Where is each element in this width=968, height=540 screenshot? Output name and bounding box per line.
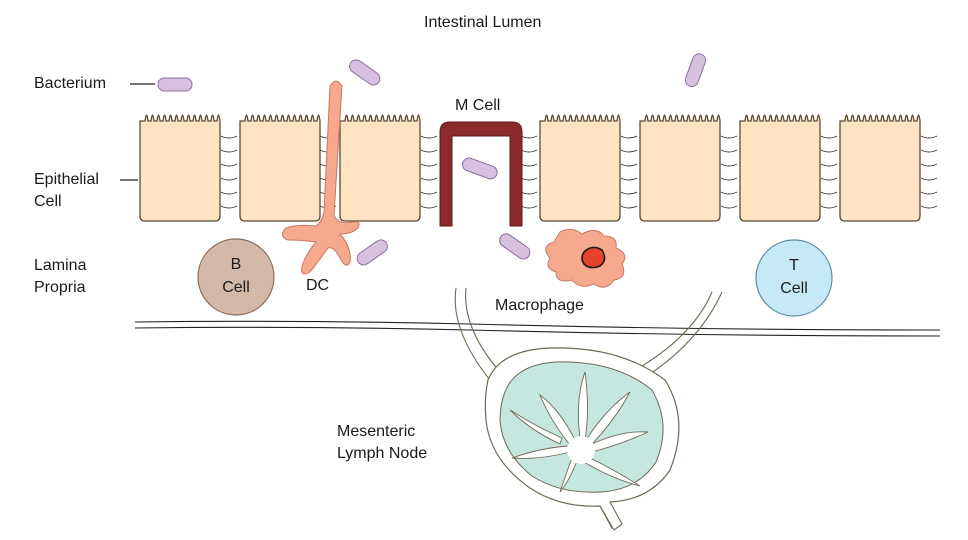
lymphatic-vessels [454,287,723,381]
m-cell-label: M Cell [455,97,501,114]
epithelial-cell [539,114,621,222]
bacterium [356,239,388,266]
lamina-label-line1: Lamina [34,257,87,274]
basement-membrane [134,320,941,337]
t-cell-label-line1: T [789,257,799,274]
macrophage [545,228,626,288]
epithelial-cell [239,114,321,222]
b-cell-label-line2: Cell [222,279,250,296]
epithelial-cell [639,114,721,222]
b-cell-label-line1: B [230,256,242,273]
epithelial-cell [139,114,221,222]
m-cell [439,121,523,227]
epithelial-cell [839,114,921,222]
bacterium [684,53,707,88]
epithelial-label-line2: Cell [34,193,62,210]
b-cell [197,238,275,316]
t-cell-label-line2: Cell [780,280,808,297]
dendritic-cell [282,80,360,275]
bacterium [349,59,381,86]
macrophage-label: Macrophage [495,297,584,314]
lymph-node [484,347,680,531]
lymph-node-label-line1: Mesenteric [337,423,416,440]
epithelial-cell [339,114,421,222]
bacteria [157,53,707,266]
epithelial-label-line1: Epithelial [34,171,99,188]
lymph-node-label-line2: Lymph Node [337,445,428,462]
epithelial-layer [139,114,921,222]
bacterium [462,157,498,180]
bacterium-label: Bacterium [34,75,107,92]
dc-label: DC [306,277,330,294]
lamina-label-line2: Propria [34,279,86,296]
diagram-title: Intestinal Lumen [424,14,542,31]
t-cell [755,239,833,317]
epithelial-cell [739,114,821,222]
bacterium [499,233,531,260]
bacterium [157,77,193,92]
